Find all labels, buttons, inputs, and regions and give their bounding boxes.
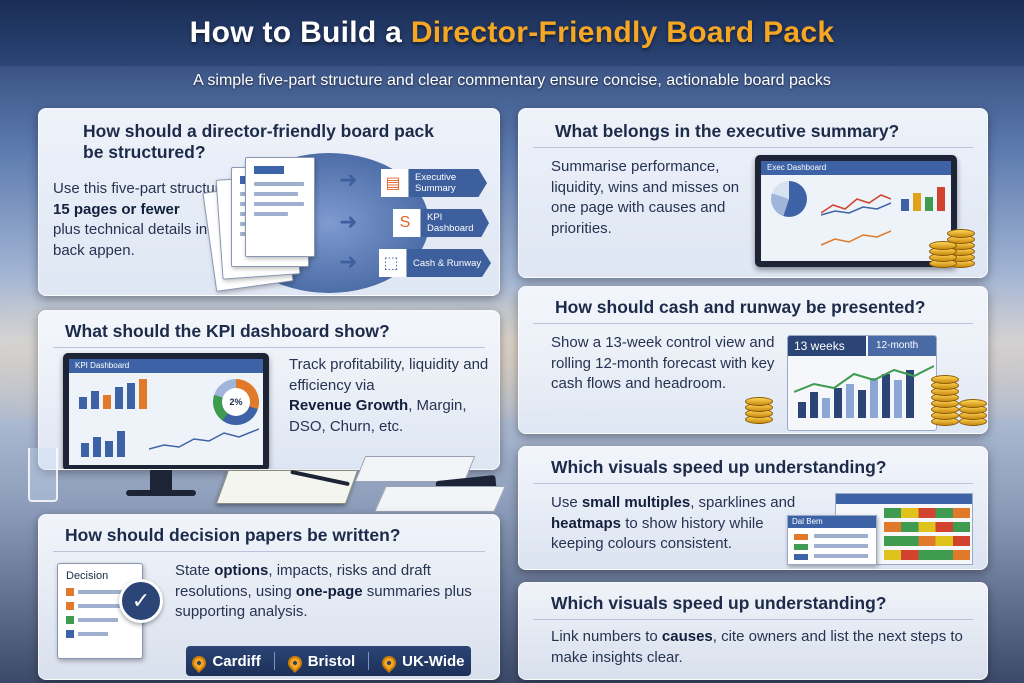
summary-doc-icon: ▤ (381, 169, 409, 197)
card-heading: Which visuals speed up understanding? (551, 457, 887, 477)
kpi-logo-icon: S (393, 209, 421, 237)
divider (53, 551, 485, 552)
divider (533, 323, 973, 324)
chart-sheet-icon (374, 486, 506, 512)
location-pin-icon (379, 653, 400, 673)
line-chart-icon (794, 365, 934, 393)
divider (368, 652, 370, 670)
arrow-right-icon: ➜ (339, 167, 358, 192)
kpi-monitor: KPI Dashboard 2% (63, 353, 269, 469)
card-kpi-dashboard: What should the KPI dashboard show? Trac… (38, 310, 500, 470)
card-heading: How should cash and runway be presented? (555, 297, 926, 317)
card-visuals-heatmaps: Which visuals speed up understanding? Us… (518, 446, 988, 570)
location-pin-icon (284, 653, 305, 673)
divider (533, 619, 973, 620)
card-executive-summary: What belongs in the executive summary? S… (518, 108, 988, 278)
location-uk-wide: UK-Wide (379, 653, 465, 673)
water-glass-icon (28, 448, 58, 502)
arrow-right-icon: ➜ (339, 209, 358, 234)
divider (273, 652, 275, 670)
chart-icon: ⬚ (379, 249, 407, 277)
card-text: Track profitability, liquidity and effic… (289, 356, 489, 436)
card-text: Use this five-part structure: 15 pages o… (53, 180, 233, 260)
location-cardiff: Cardiff (189, 653, 261, 673)
donut-value: 2% (222, 388, 250, 416)
line-chart-icon (821, 230, 891, 246)
title-bar: How to Build a Director-Friendly Board P… (0, 0, 1024, 66)
panel-tab: Dal Bem (788, 516, 876, 528)
decision-doc-label: Decision (66, 570, 109, 582)
title-text: How to Build a (189, 16, 411, 49)
step-kpi-dashboard: S KPI Dashboard (393, 209, 489, 237)
card-text: Show a 13-week control view and rolling … (551, 334, 775, 393)
title-highlight: Director-Friendly Board Pack (410, 16, 835, 49)
card-heading: Which visuals speed up understanding? (551, 593, 887, 613)
monitor-base (126, 490, 196, 496)
weeks-label: 13 weeks (788, 336, 866, 356)
document-stack-icon (202, 157, 319, 292)
location-pin-icon (189, 653, 210, 673)
card-cash-runway: How should cash and runway be presented?… (518, 286, 988, 434)
card-heading: What belongs in the executive summary? (555, 121, 900, 141)
card-visuals-causes: Which visuals speed up understanding? Li… (518, 582, 988, 680)
card-heading: What should the KPI dashboard show? (65, 321, 390, 341)
card-text: Summarise performance, liquidity, wins a… (551, 158, 740, 238)
pie-chart-icon (771, 181, 807, 217)
screen-title: Exec Dashboard (761, 161, 951, 175)
small-multiples-panel: Dal Bem (787, 515, 877, 565)
page-subtitle: A simple five-part structure and clear c… (193, 72, 831, 89)
notebook-icon (215, 470, 359, 504)
location-bristol: Bristol (284, 653, 355, 673)
cash-chart-panel: 13 weeks 12-month (787, 335, 937, 431)
divider (533, 483, 973, 484)
monitor-stand (150, 470, 172, 492)
card-heading: How should a director-friendly board pac… (83, 121, 435, 162)
locations-bar: Cardiff Bristol UK-Wide (186, 646, 471, 676)
card-heading: How should decision papers be written? (65, 525, 401, 545)
line-chart-icon (821, 194, 891, 216)
card-text: Use small multiples, sparklines and heat… (551, 494, 796, 553)
divider (53, 347, 485, 348)
exec-monitor: Exec Dashboard (755, 155, 957, 267)
line-chart-icon (149, 428, 259, 450)
arrow-right-icon: ➜ (339, 249, 358, 274)
screen-title: KPI Dashboard (69, 359, 263, 373)
step-cash-runway: ⬚ Cash & Runway (379, 249, 491, 277)
month-label: 12-month (868, 336, 936, 356)
donut-chart-icon: 2% (213, 379, 259, 425)
divider (533, 147, 973, 148)
step-executive-summary: ▤ Executive Summary (381, 169, 487, 197)
checkmark-bubble-icon: ✓ (119, 579, 163, 623)
card-text: Link numbers to causes, cite owners and … (551, 628, 963, 666)
page-title: How to Build a Director-Friendly Board P… (190, 16, 835, 50)
card-structure: How should a director-friendly board pac… (38, 108, 500, 296)
card-text: State options, impacts, risks and draft … (175, 562, 472, 621)
